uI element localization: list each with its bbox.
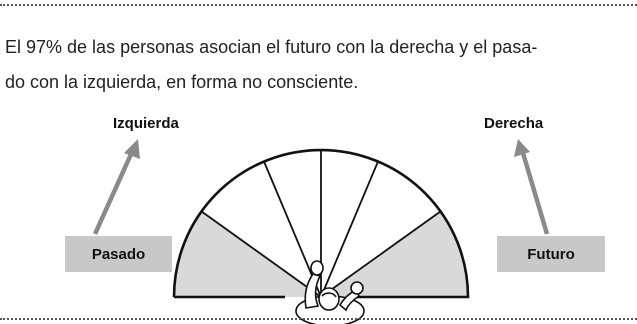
top-dotted-rule bbox=[0, 4, 637, 6]
caption-line-2: do con la izquierda, en forma no conscie… bbox=[5, 72, 359, 92]
person-right-arm bbox=[338, 288, 361, 312]
semicircle-outline bbox=[172, 148, 470, 299]
person-right-hand bbox=[350, 281, 364, 295]
direction-label-left: Izquierda bbox=[113, 115, 179, 132]
past-label: Pasado bbox=[91, 245, 146, 263]
person-left-arm bbox=[304, 273, 322, 309]
left-shaded-sector bbox=[174, 211, 321, 297]
future-label: Futuro bbox=[527, 245, 575, 263]
person-left-hand bbox=[310, 260, 324, 276]
direction-label-right: Derecha bbox=[484, 115, 544, 132]
left-arrow bbox=[92, 139, 140, 235]
past-label-box: Pasado bbox=[65, 236, 172, 272]
radial-line bbox=[263, 161, 322, 298]
radial-line bbox=[320, 210, 441, 298]
radial-line bbox=[201, 210, 322, 298]
person-head bbox=[318, 287, 340, 311]
right-shaded-sector bbox=[321, 211, 468, 297]
bottom-dotted-rule bbox=[0, 318, 637, 320]
person-hair-detail bbox=[321, 292, 337, 298]
radial-line bbox=[320, 161, 379, 298]
person-top-view bbox=[295, 260, 365, 324]
radial-lines bbox=[201, 150, 441, 298]
future-label-box: Futuro bbox=[497, 236, 605, 272]
caption-line-1: El 97% de las personas asocian el futuro… bbox=[5, 37, 538, 57]
caption-text: El 97% de las personas asocian el futuro… bbox=[5, 30, 633, 100]
right-arrow bbox=[514, 139, 550, 235]
